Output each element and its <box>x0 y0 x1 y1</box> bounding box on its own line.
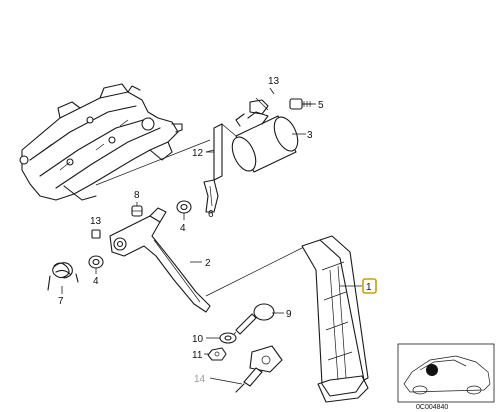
bushing-8 <box>131 205 143 217</box>
location-marker-icon <box>426 364 438 376</box>
label-5: 5 <box>318 100 324 111</box>
pedal-lever-2 <box>109 207 211 313</box>
label-1: 1 <box>366 282 372 293</box>
label-7: 7 <box>58 296 64 307</box>
inset-code: 0C004840 <box>416 404 448 411</box>
label-13-top: 13 <box>268 76 280 87</box>
label-13-left: 13 <box>90 216 102 227</box>
nut-13-left <box>91 229 101 239</box>
bushing-4-a <box>176 200 192 214</box>
clip-6 <box>203 179 219 213</box>
label-1-highlight-box <box>362 278 377 294</box>
return-spring-7 <box>47 262 79 291</box>
pedal-bracket-housing <box>19 83 183 201</box>
label-9: 9 <box>286 309 292 320</box>
accelerator-pedal-1 <box>301 235 369 403</box>
label-4-b: 4 <box>93 276 99 287</box>
label-11: 11 <box>192 350 203 361</box>
bracket-12 <box>205 123 237 181</box>
sensor-3 <box>231 111 299 173</box>
part-labels: 13 5 3 12 8 6 13 4 2 4 7 1 9 10 11 14 <box>58 76 377 385</box>
ball-socket-14 <box>235 345 283 393</box>
label-10: 10 <box>192 334 204 345</box>
nut-11 <box>207 347 227 361</box>
ball-pin-9 <box>231 303 275 337</box>
label-4-a: 4 <box>180 223 186 234</box>
label-8: 8 <box>134 190 140 201</box>
nut-13-top <box>249 97 269 115</box>
label-6: 6 <box>208 209 214 220</box>
label-14: 14 <box>194 374 206 385</box>
car-locator-inset <box>397 343 495 403</box>
washer-10 <box>219 332 237 344</box>
label-3: 3 <box>307 130 313 141</box>
label-12: 12 <box>192 148 204 159</box>
label-2: 2 <box>205 258 211 269</box>
bushing-4-b <box>88 255 104 269</box>
